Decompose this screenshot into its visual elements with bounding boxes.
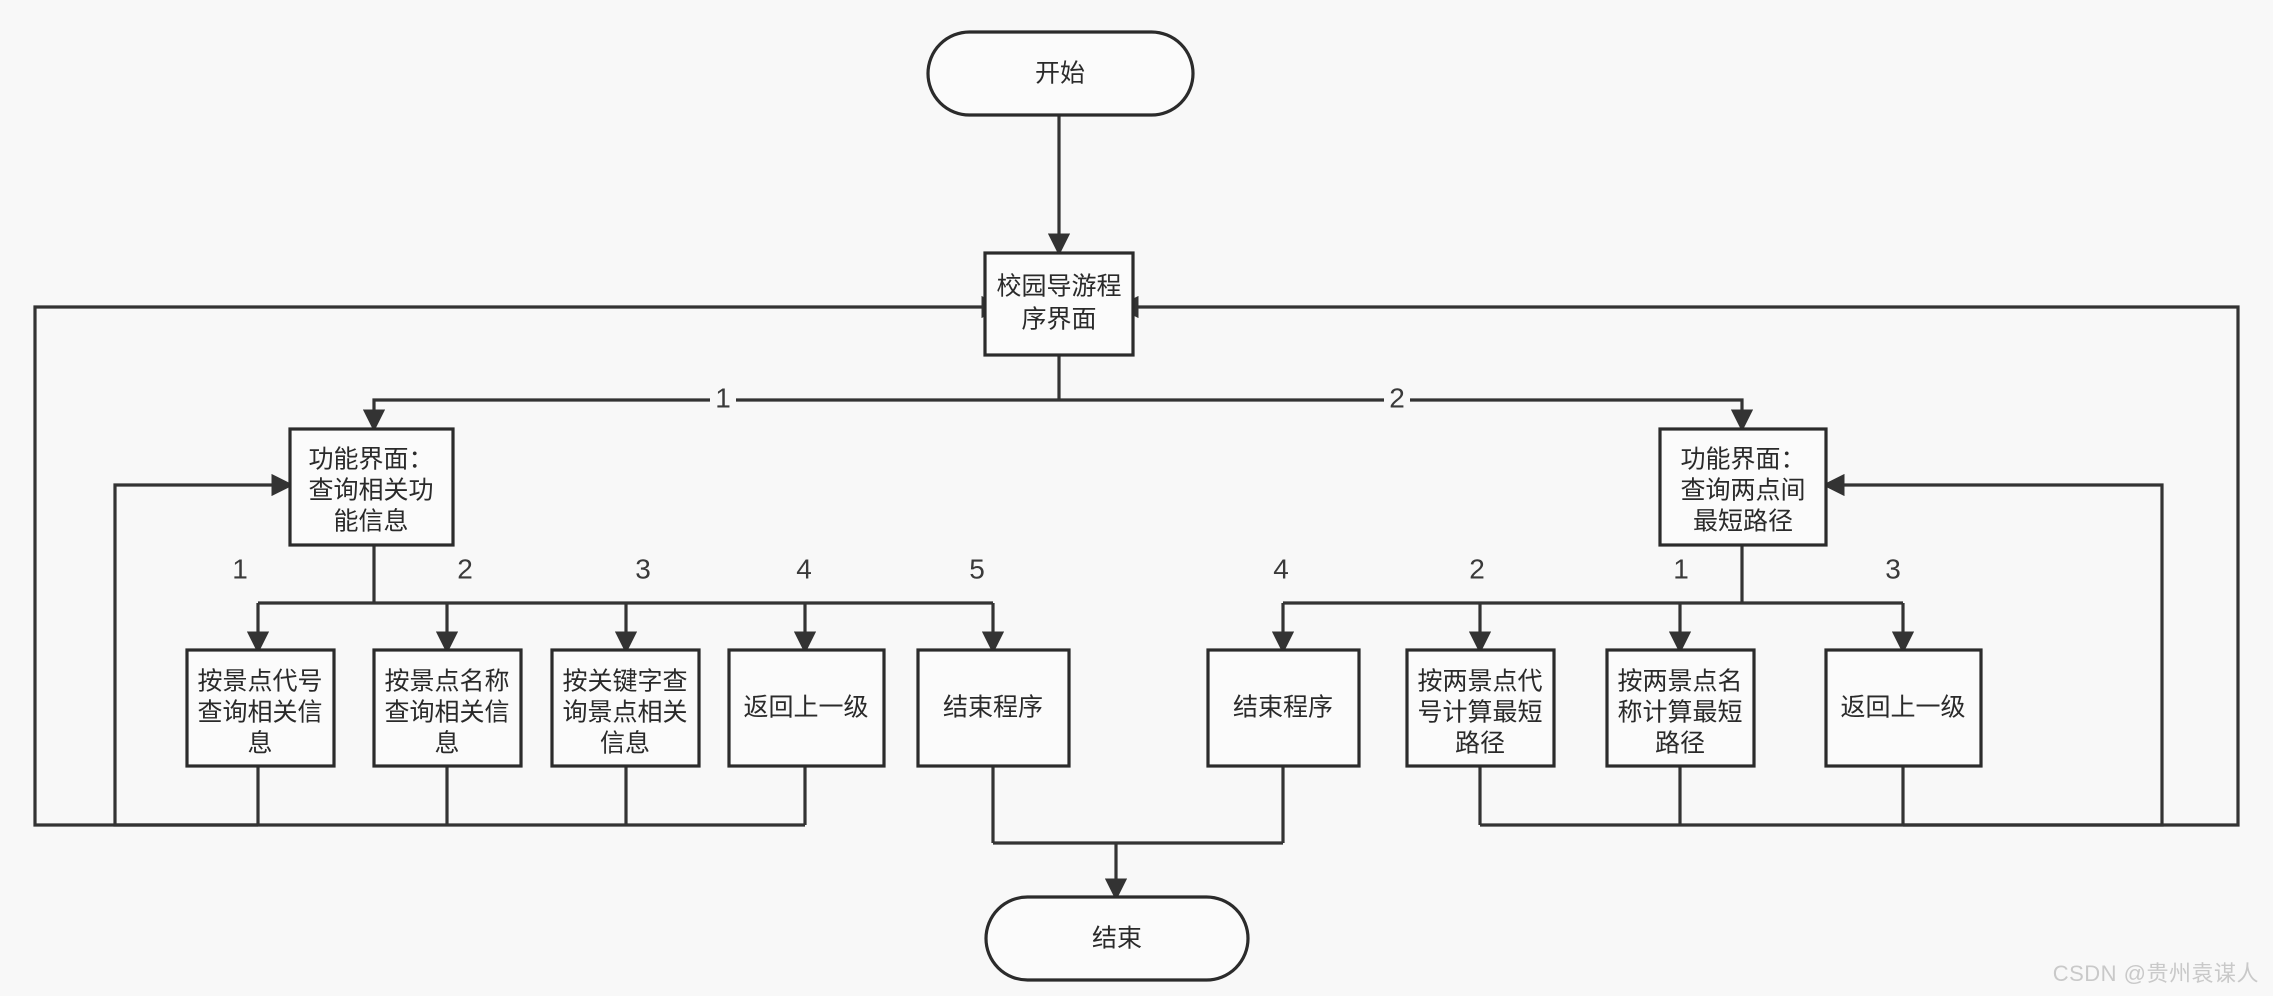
- node-fn-query[interactable]: 功能界面： 查询相关功 能信息: [288, 427, 455, 547]
- edge-query-return-bus: [113, 473, 805, 827]
- node-fn-query-label-line1: 功能界面：: [308, 446, 433, 474]
- edge-label-p3: 3: [1885, 553, 1901, 584]
- node-p3[interactable]: 返回上一级: [1824, 648, 1983, 768]
- edge-outer-loop-right: [1116, 295, 2240, 827]
- svg-text:4: 4: [1273, 553, 1289, 584]
- edge-label-q1: 1: [232, 553, 248, 584]
- node-p3-label-line1: 返回上一级: [1840, 694, 1965, 722]
- node-p2-label-line1: 按两景点代: [1417, 668, 1542, 696]
- node-fn-path-label-line2: 查询两点间: [1680, 477, 1805, 505]
- edge-label-q2: 2: [457, 553, 473, 584]
- node-q2[interactable]: 按景点名称 查询相关信 息: [372, 648, 523, 768]
- node-q1[interactable]: 按景点代号 查询相关信 息: [185, 648, 336, 768]
- node-p4[interactable]: 结束程序: [1206, 648, 1361, 768]
- svg-text:1: 1: [232, 553, 248, 584]
- node-q1-label-line1: 按景点代号: [197, 668, 322, 696]
- svg-text:5: 5: [969, 553, 985, 584]
- svg-text:4: 4: [796, 553, 812, 584]
- svg-text:2: 2: [1469, 553, 1485, 584]
- svg-text:1: 1: [1673, 553, 1689, 584]
- node-q3[interactable]: 按关键字查 询景点相关 信息: [550, 648, 701, 768]
- edge-label-p4: 4: [1273, 553, 1289, 584]
- edge-label-q5: 5: [969, 553, 985, 584]
- node-p2[interactable]: 按两景点代 号计算最短 路径: [1405, 648, 1556, 768]
- svg-text:2: 2: [457, 553, 473, 584]
- node-q3-label-line1: 按关键字查: [562, 668, 687, 696]
- edges-layer: [33, 115, 2240, 901]
- node-p2-label-line3: 路径: [1455, 730, 1505, 758]
- node-fn-path-label-line3: 最短路径: [1693, 508, 1793, 536]
- node-p2-label-line2: 号计算最短: [1417, 699, 1542, 727]
- node-q2-label-line3: 息: [434, 730, 459, 758]
- node-fn-path-label-line1: 功能界面：: [1680, 446, 1805, 474]
- node-q5-label-line1: 结束程序: [943, 694, 1043, 722]
- node-main-ui[interactable]: 校园导游程 序界面: [983, 251, 1135, 357]
- node-start[interactable]: 开始: [926, 30, 1195, 117]
- svg-text:2: 2: [1389, 382, 1405, 413]
- node-p1-label-line3: 路径: [1655, 730, 1705, 758]
- edge-labels-layer: 1 2 1 2 3 4 5 4: [232, 381, 1901, 584]
- node-q2-label-line2: 查询相关信: [384, 699, 509, 727]
- node-end-label: 结束: [1092, 925, 1142, 953]
- node-fn-query-label-line2: 查询相关功: [308, 477, 433, 505]
- node-q1-label-line2: 查询相关信: [197, 699, 322, 727]
- node-q5[interactable]: 结束程序: [916, 648, 1071, 768]
- node-fn-query-label-line3: 能信息: [333, 508, 408, 536]
- svg-text:3: 3: [635, 553, 651, 584]
- node-main-ui-label-line2: 序界面: [1021, 306, 1096, 334]
- node-p1[interactable]: 按两景点名 称计算最短 路径: [1605, 648, 1756, 768]
- node-end[interactable]: 结束: [984, 895, 1250, 982]
- edge-label-main-to-path: 2: [1384, 381, 1410, 419]
- node-q4[interactable]: 返回上一级: [727, 648, 886, 768]
- csdn-watermark: CSDN @贵州袁谋人: [2052, 961, 2259, 986]
- edge-label-p2: 2: [1469, 553, 1485, 584]
- edge-outer-loop-left: [33, 295, 1004, 827]
- node-q2-label-line1: 按景点名称: [384, 668, 509, 696]
- node-q1-label-line3: 息: [247, 730, 272, 758]
- edge-label-p1: 1: [1673, 553, 1689, 584]
- nodes-layer: 开始 校园导游程 序界面 功能界面： 查询相关功 能信息 功能界面： 查询两点间…: [185, 30, 1983, 982]
- node-q4-label-line1: 返回上一级: [743, 694, 868, 722]
- node-fn-path[interactable]: 功能界面： 查询两点间 最短路径: [1658, 427, 1828, 547]
- node-p4-label-line1: 结束程序: [1233, 694, 1333, 722]
- node-start-label: 开始: [1035, 60, 1085, 88]
- svg-text:1: 1: [715, 382, 731, 413]
- edge-label-q4: 4: [796, 553, 812, 584]
- node-main-ui-label-line1: 校园导游程: [996, 273, 1121, 301]
- node-q3-label-line3: 信息: [600, 730, 650, 758]
- node-p1-label-line1: 按两景点名: [1617, 668, 1742, 696]
- svg-text:3: 3: [1885, 553, 1901, 584]
- edge-path-return-bus: [1480, 473, 2164, 827]
- edge-main-to-path: [1059, 398, 1754, 432]
- node-q3-label-line2: 询景点相关: [562, 699, 687, 727]
- edge-label-main-to-query: 1: [710, 381, 736, 419]
- node-p1-label-line2: 称计算最短: [1617, 699, 1742, 727]
- edge-label-q3: 3: [635, 553, 651, 584]
- edge-main-to-query: [362, 398, 1059, 432]
